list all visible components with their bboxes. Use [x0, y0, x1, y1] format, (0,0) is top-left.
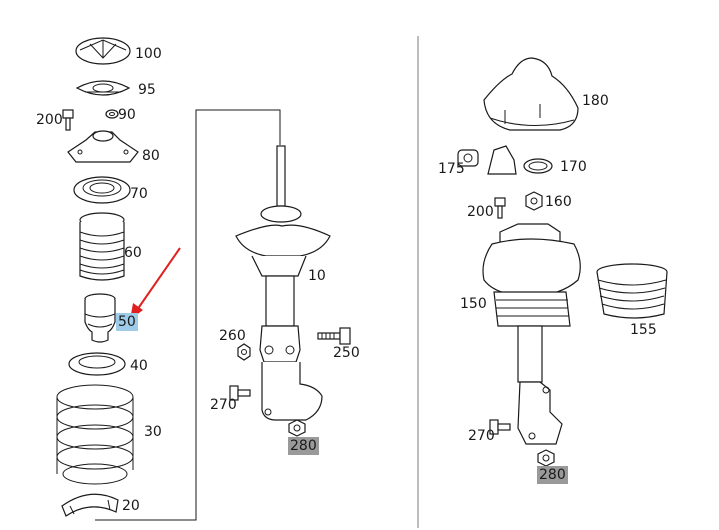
part-270-bolt-right	[489, 419, 511, 435]
part-155-bellows-cover	[596, 263, 668, 319]
callout-160[interactable]: 160	[545, 194, 572, 210]
part-200-bolt-right	[494, 197, 506, 219]
part-170-bracket	[487, 145, 553, 175]
callout-100[interactable]: 100	[135, 46, 162, 62]
part-80-mount	[67, 130, 139, 163]
callout-280-right[interactable]: 280	[537, 466, 568, 484]
callout-80[interactable]: 80	[142, 148, 160, 164]
part-95-plate	[75, 80, 131, 96]
part-175-bushing	[457, 149, 479, 167]
callout-180[interactable]: 180	[582, 93, 609, 109]
part-30-coil-spring	[56, 384, 134, 485]
callout-250[interactable]: 250	[333, 345, 360, 361]
assembly-bracket-line	[95, 109, 281, 521]
part-260-nut	[237, 343, 251, 361]
callout-270-right[interactable]: 270	[468, 428, 495, 444]
part-250-bolt	[317, 327, 351, 345]
callout-70[interactable]: 70	[130, 186, 148, 202]
callout-270-left[interactable]: 270	[210, 397, 237, 413]
callout-260[interactable]: 260	[219, 328, 246, 344]
callout-95[interactable]: 95	[138, 82, 156, 98]
part-100-cap	[75, 37, 131, 65]
callout-10[interactable]: 10	[308, 268, 326, 284]
part-280-nut-right	[537, 449, 555, 467]
callout-175[interactable]: 175	[438, 161, 465, 177]
callout-200-right[interactable]: 200	[467, 204, 494, 220]
callout-50-selected[interactable]: 50	[116, 313, 138, 331]
part-40-spring-pad	[68, 352, 126, 376]
part-10-strut	[235, 145, 331, 421]
part-50-bump-stop	[84, 293, 116, 343]
callout-280-left[interactable]: 280	[288, 437, 319, 455]
part-200-bolt-left	[62, 109, 74, 131]
callout-30[interactable]: 30	[144, 424, 162, 440]
callout-150[interactable]: 150	[460, 296, 487, 312]
part-90-nut	[105, 109, 119, 119]
part-70-bearing	[73, 176, 131, 204]
part-180-cap	[483, 57, 579, 131]
part-270-bolt-left	[229, 385, 251, 401]
callout-155[interactable]: 155	[630, 322, 657, 338]
callout-20[interactable]: 20	[122, 498, 140, 514]
callout-170[interactable]: 170	[560, 159, 587, 175]
callout-60[interactable]: 60	[124, 245, 142, 261]
callout-40[interactable]: 40	[130, 358, 148, 374]
callout-200-left[interactable]: 200	[36, 112, 63, 128]
part-150-air-strut	[482, 223, 581, 445]
part-160-nut	[525, 191, 543, 211]
part-60-bellows	[79, 212, 125, 281]
part-280-nut-left	[288, 419, 306, 437]
callout-90[interactable]: 90	[118, 107, 136, 123]
part-20-lower-pad	[61, 493, 119, 517]
